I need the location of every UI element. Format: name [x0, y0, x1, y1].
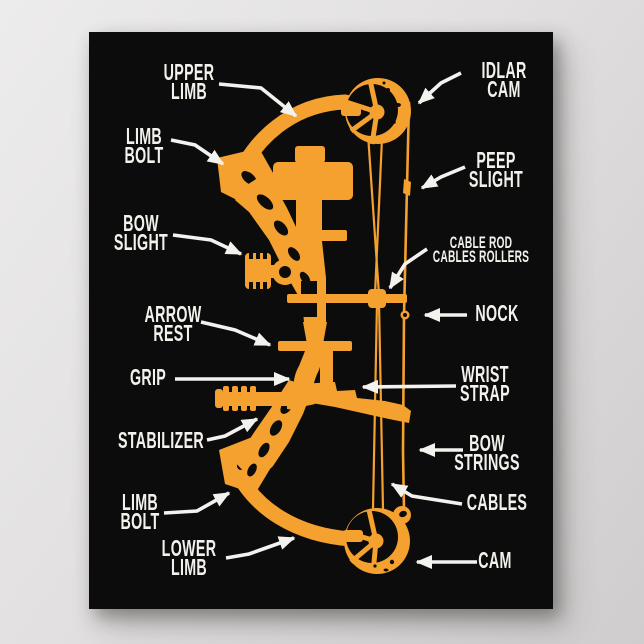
- arrow-to-bow-slight: [172, 233, 243, 256]
- wheel-speckles: [382, 81, 401, 124]
- label-cable-rod: CABLE ROD CABLES ROLLERS: [432, 234, 530, 266]
- compound-bow: [215, 78, 411, 574]
- label-cam: CAM: [478, 547, 512, 573]
- arrow-to-idlar-cam: [417, 71, 462, 105]
- idler-cam-wheel: [341, 78, 411, 145]
- arrow-to-lower-limb: [225, 536, 296, 560]
- label-bow-slight: BOW SLIGHT: [113, 210, 169, 255]
- arrow-to-peep-slight: [420, 165, 466, 190]
- cable-rod: [287, 289, 407, 308]
- arrow-to-limb-bolt-lower: [163, 491, 231, 515]
- riser: [235, 146, 353, 484]
- label-bow-strings: BOW STRINGS: [454, 430, 520, 475]
- arrow-to-cable-rod: [388, 247, 429, 290]
- arrow-rest-shelf: [278, 341, 352, 351]
- arrow-to-limb-bolt-upper: [170, 138, 225, 166]
- label-arrow-rest: ARROW REST: [144, 301, 202, 346]
- wheel-speckles: [373, 551, 395, 572]
- label-cables: CABLES: [466, 489, 528, 515]
- label-grip: GRIP: [129, 364, 167, 390]
- label-nock: NOCK: [475, 300, 519, 326]
- cable-upper-2: [373, 137, 384, 296]
- arrow-to-upper-limb: [218, 82, 298, 118]
- cable-upper-1: [366, 133, 381, 296]
- compound-bow-diagram: [163, 71, 477, 574]
- arrow-to-stabilizer: [206, 417, 259, 442]
- arrow-to-wrist-strap: [361, 379, 457, 394]
- nock-hole: [403, 313, 407, 317]
- truss-cutouts: [247, 194, 317, 477]
- label-peep-slight: PEEP SLIGHT: [468, 147, 524, 192]
- leader-arrows: [163, 71, 477, 569]
- label-upper-limb: UPPER LIMB: [163, 59, 215, 104]
- cable-lower-2: [377, 301, 385, 511]
- bowstring: [401, 101, 411, 511]
- label-stabilizer: STABILIZER: [117, 427, 205, 453]
- peep-sight: [403, 179, 411, 196]
- cable-lower-1: [371, 301, 379, 510]
- arrow-to-cables: [390, 482, 463, 506]
- arrow-to-arrow-rest: [200, 320, 272, 347]
- label-wrist-strap: WRIST STRAP: [460, 361, 510, 406]
- label-limb-bolt-upper: LIMB BOLT: [124, 123, 164, 168]
- wrist-strap: [299, 382, 411, 423]
- bow-sight: [245, 253, 298, 289]
- label-idlar-cam: IDLAR CAM: [481, 57, 527, 102]
- stabilizer: [215, 386, 303, 411]
- label-lower-limb: LOWER LIMB: [161, 535, 217, 580]
- upper-truss: [235, 172, 323, 304]
- bow-anatomy-poster: UPPER LIMB LIMB BOLT BOW SLIGHT ARROW RE…: [89, 32, 553, 609]
- cam-wheel: [343, 506, 411, 574]
- label-limb-bolt-lower: LIMB BOLT: [120, 489, 160, 534]
